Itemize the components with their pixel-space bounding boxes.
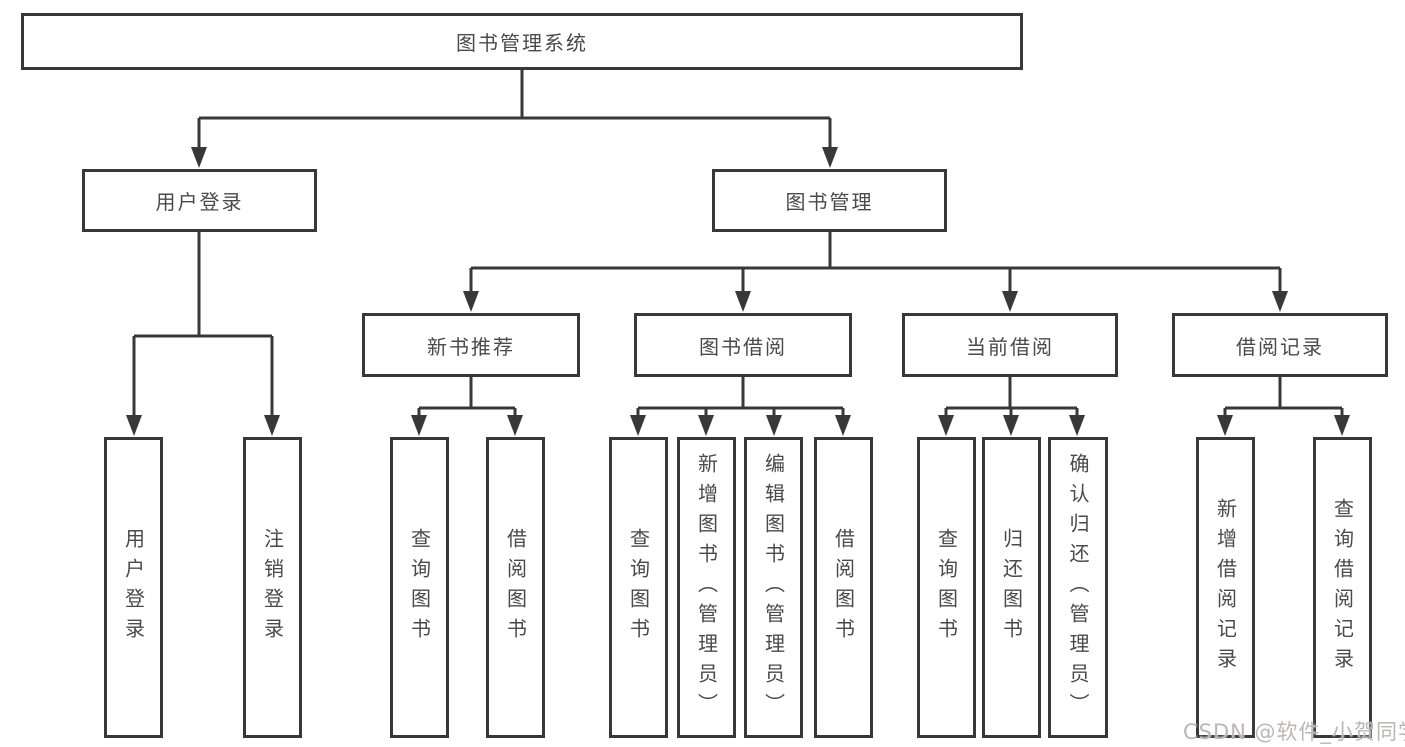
leaf-add-borrow-record-label: 新增借阅记录 (1213, 497, 1238, 678)
leaf-query-books-2: 查询图书 (609, 437, 668, 738)
leaf-user-login-label: 用户登录 (121, 527, 146, 648)
node-book-borrowing: 图书借阅 (634, 313, 852, 377)
leaf-query-books-2-label: 查询图书 (626, 527, 651, 648)
leaf-user-login: 用户登录 (104, 437, 163, 738)
leaf-add-books-admin-label: 新增图书（管理员） (694, 452, 719, 723)
leaf-query-books-3: 查询图书 (917, 437, 976, 738)
leaf-borrow-books-2-label: 借阅图书 (831, 527, 856, 648)
node-user-login: 用户登录 (82, 169, 317, 232)
arrowhead (191, 147, 207, 168)
leaf-query-books-1: 查询图书 (390, 437, 449, 738)
leaf-query-books-3-label: 查询图书 (934, 527, 959, 648)
node-book-borrowing-label: 图书借阅 (699, 334, 787, 359)
arrowhead (1217, 415, 1233, 436)
connector-records-to-leaves (1223, 377, 1344, 418)
node-root-system-label: 图书管理系统 (456, 31, 588, 55)
node-user-login-label: 用户登录 (155, 190, 244, 214)
csdn-watermark: CSDN @软件_小贺同学 (1183, 720, 1405, 744)
arrowhead (411, 415, 427, 436)
node-current-borrowing-label: 当前借阅 (966, 334, 1054, 359)
arrowhead (463, 291, 479, 312)
node-current-borrowing: 当前借阅 (902, 313, 1118, 377)
node-root-system: 图书管理系统 (21, 13, 1023, 70)
arrowhead (822, 147, 838, 168)
arrowhead (1069, 415, 1085, 436)
node-borrowing-records-label: 借阅记录 (1236, 334, 1324, 359)
connector-current-to-leaves (944, 377, 1079, 418)
arrowhead (938, 415, 954, 436)
node-book-management-label: 图书管理 (785, 190, 874, 214)
leaf-confirm-return-admin: 确认归还（管理员） (1048, 437, 1108, 738)
node-borrowing-records: 借阅记录 (1172, 313, 1388, 377)
leaf-borrow-books-1: 借阅图书 (486, 437, 545, 738)
arrowhead (835, 415, 851, 436)
arrowhead (264, 415, 280, 436)
arrowhead (630, 415, 646, 436)
leaf-edit-books-admin-label: 编辑图书（管理员） (761, 452, 786, 723)
connector-userlogin-to-leaves (132, 232, 274, 418)
connector-newbooks-to-leaves (417, 377, 517, 418)
leaf-borrow-books-1-label: 借阅图书 (503, 527, 528, 648)
arrowhead (507, 415, 523, 436)
leaf-add-books-admin: 新增图书（管理员） (677, 437, 736, 738)
arrowhead (766, 415, 782, 436)
node-new-book-recommend: 新书推荐 (362, 313, 580, 377)
leaf-logout: 注销登录 (243, 437, 302, 738)
leaf-add-borrow-record: 新增借阅记录 (1196, 437, 1255, 738)
arrowhead (1272, 291, 1288, 312)
leaf-return-books: 归还图书 (982, 437, 1041, 738)
arrowhead (735, 291, 751, 312)
connector-borrow-to-leaves (636, 377, 845, 418)
arrowhead (126, 415, 142, 436)
leaf-confirm-return-admin-label: 确认归还（管理员） (1066, 452, 1090, 723)
connector-root-to-level2 (197, 70, 832, 150)
leaf-query-borrow-record-label: 查询借阅记录 (1330, 497, 1355, 678)
arrowhead (698, 415, 714, 436)
leaf-return-books-label: 归还图书 (999, 527, 1024, 648)
arrowhead (1334, 415, 1350, 436)
leaf-query-borrow-record: 查询借阅记录 (1313, 437, 1372, 738)
leaf-borrow-books-2: 借阅图书 (814, 437, 873, 738)
leaf-query-books-1-label: 查询图书 (407, 527, 432, 648)
connector-bookmgmt-to-level3 (469, 232, 1282, 294)
leaf-logout-label: 注销登录 (260, 527, 285, 648)
leaf-edit-books-admin: 编辑图书（管理员） (744, 437, 803, 738)
arrowhead (1002, 291, 1018, 312)
node-book-management: 图书管理 (712, 169, 947, 232)
arrowhead (1003, 415, 1019, 436)
node-new-book-recommend-label: 新书推荐 (427, 334, 515, 359)
